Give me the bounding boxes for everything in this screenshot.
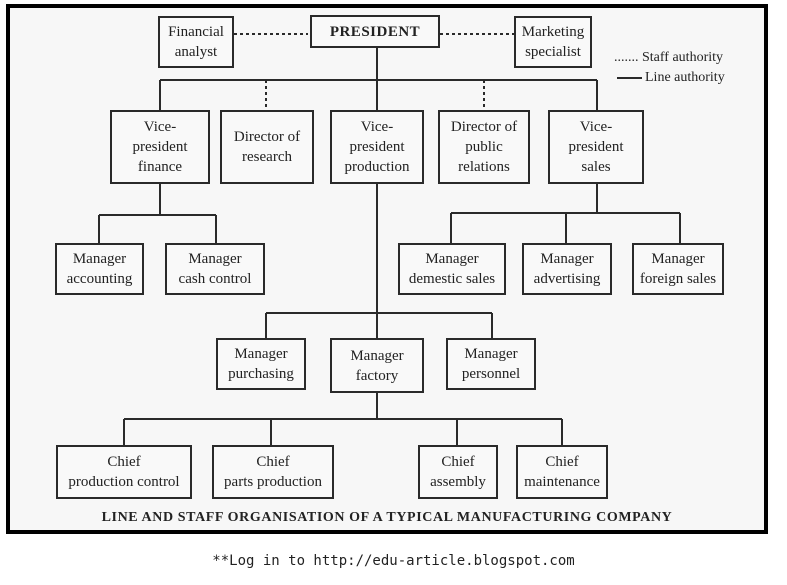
box-chief-maintenance: Chief maintenance [516,445,608,499]
box-marketing-specialist: Marketing specialist [514,16,592,68]
box-chief-parts-production: Chief parts production [212,445,334,499]
box-manager-factory: Manager factory [330,338,424,393]
box-manager-personnel: Manager personnel [446,338,536,390]
legend-line-authority: Line authority [645,70,725,85]
connector-lines [98,33,681,445]
diagram-frame: Financial analyst PRESIDENT Marketing sp… [6,4,768,534]
box-vp-production: Vice- president production [330,110,424,184]
legend-staff-authority: ....... Staff authority [614,50,724,65]
box-chief-production-control: Chief production control [56,445,192,499]
box-president: PRESIDENT [310,15,440,48]
box-chief-assembly: Chief assembly [418,445,498,499]
box-director-research: Director of research [220,110,314,184]
box-manager-purchasing: Manager purchasing [216,338,306,390]
box-financial-analyst: Financial analyst [158,16,234,68]
box-vp-finance: Vice- president finance [110,110,210,184]
footer-note: **Log in to http://edu-article.blogspot.… [212,553,575,569]
box-manager-cash-control: Manager cash control [165,243,265,295]
box-manager-domestic-sales: Manager demestic sales [398,243,506,295]
box-manager-accounting: Manager accounting [55,243,144,295]
box-vp-sales: Vice- president sales [548,110,644,184]
box-director-public-relations: Director of public relations [438,110,530,184]
box-manager-foreign-sales: Manager foreign sales [632,243,724,295]
box-manager-advertising: Manager advertising [522,243,612,295]
diagram-caption: LINE AND STAFF ORGANISATION OF A TYPICAL… [101,510,673,525]
